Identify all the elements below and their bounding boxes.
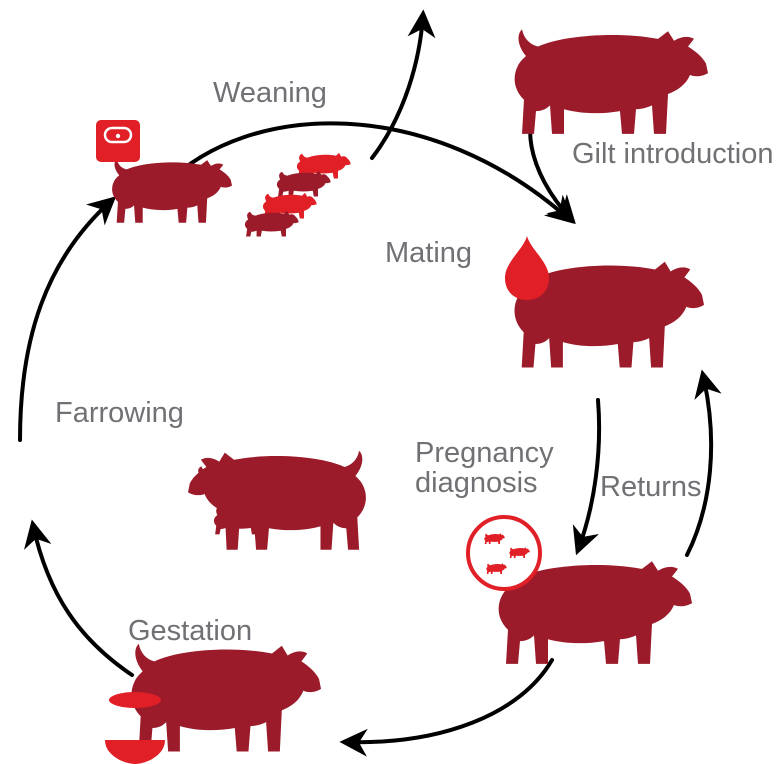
gilt-pig-icon [515,29,708,134]
feed-bowl-icon [105,692,165,764]
gestation-pig-icon [131,644,321,752]
weaning-pig-icon [112,159,232,223]
weaning-piglets-icon [245,153,351,237]
label-mating: Mating [385,238,472,268]
arrow-pregnancy-to-gestation [345,660,552,742]
label-pregnancy-line1: Pregnancy [415,438,554,468]
arrow-returns-to-mating [687,375,711,555]
label-farrowing: Farrowing [55,398,184,428]
label-gilt-introduction: Gilt introduction [572,139,774,169]
piglets-circle-icon [468,517,540,589]
arrow-mating-to-pregnancy [578,400,599,550]
label-returns: Returns [600,472,702,502]
label-pregnancy-line2: diagnosis [415,468,554,498]
scale-icon [96,120,140,162]
arrow-gestation-to-farrowing [33,525,132,675]
label-pregnancy-diagnosis: Pregnancy diagnosis [415,438,554,499]
arrow-weaning-to-mating [165,123,570,220]
farrowing-sow-icon [188,451,366,550]
label-weaning: Weaning [213,78,327,108]
label-gestation: Gestation [128,616,252,646]
semen-drop-icon [505,236,549,300]
